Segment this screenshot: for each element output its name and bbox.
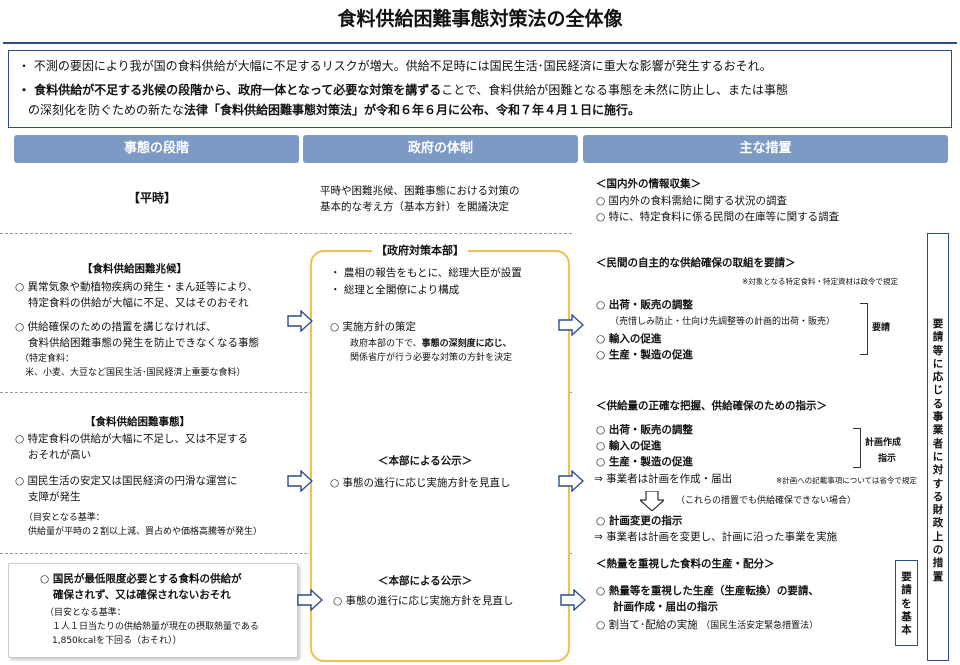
arrow-right-icon: [287, 470, 313, 492]
sign-b1: ○ 供給確保のための措置を講じなければ、: [15, 321, 217, 333]
hq-point-2: ・ 総理と全閣僚により構成: [330, 284, 460, 296]
severe-measure-2-label: ○ 割当て･配給の実施: [596, 619, 698, 631]
title-rule: [3, 42, 957, 44]
sign-a1: ○ 異常気象や動植物疾病の発生・まん延等により、: [15, 281, 258, 293]
difficult-title: 【食料供給困難事態】: [85, 416, 190, 428]
severe-a1: ○ 国民が最低限度必要とする食料の供給が: [40, 573, 242, 585]
difficult-c2: 供給量が平時の２割以上減、買占めや価格高騰等が発生）: [28, 527, 263, 537]
hq-policy: ○ 実施方針の策定: [330, 321, 416, 333]
severe-box: [8, 563, 298, 658]
sign-b2: 食料供給困難事態の発生を防止できなくなる事態: [28, 337, 259, 349]
difficult-change: ○ 計画変更の指示: [596, 515, 683, 527]
sign-measure-1: ○ 出荷・販売の調整: [596, 299, 693, 311]
announce-1-title: ＜本部による公示＞: [378, 455, 473, 467]
arrow-right-icon: [297, 589, 323, 611]
severe-measures-title: ＜熱量を重視した食料の生産・配分＞: [596, 558, 775, 570]
difficult-a2: おそれが高い: [28, 449, 91, 461]
stage-peace: 【平時】: [128, 191, 177, 205]
difficult-report-note: ※計画への記載事項については省令で規定: [776, 476, 917, 485]
summary-line-3: の深刻化を防ぐための新たな法律「食料供給困難事態対策法」が令和６年６月に公布、令…: [28, 102, 640, 118]
side-financial-box: [927, 233, 949, 661]
difficult-measure-3: ○ 生産・製造の促進: [596, 456, 693, 468]
difficult-brace: [853, 428, 861, 468]
difficult-brace-label-2: 指示: [878, 454, 897, 464]
difficult-measure-2: ○ 輸入の促進: [596, 440, 662, 452]
hq-point-1: ・ 農相の報告をもとに、総理大臣が設置: [330, 267, 522, 279]
side-request-text: 要請を基本: [901, 571, 912, 637]
hq-policy-desc-1a: 政府本部の下で、: [350, 339, 422, 349]
gov-hq-box: [310, 250, 570, 662]
sign-c1: （特定食料：: [20, 354, 75, 364]
difficult-a1: ○ 特定食料の供給が大幅に不足し、又は不足する: [15, 433, 248, 445]
difficult-b1: ○ 国民生活の安定又は国民経済の円滑な運営に: [15, 475, 238, 487]
difficult-report: ⇒ 事業者は計画を作成・届出: [594, 473, 733, 485]
sign-title: 【食料供給困難兆候】: [82, 263, 187, 275]
summary-line-2-rest: ことで、食料供給が困難となる事態を未然に防止し、または事態: [441, 83, 789, 97]
severe-a2: 確保されず、又は確保されないおそれ: [53, 589, 231, 601]
divider-2: [0, 392, 572, 393]
difficult-c1: （目安となる基準：: [24, 513, 105, 523]
announce-1-text: ○ 事態の進行に応じ実施方針を見直し: [330, 477, 511, 489]
difficult-measure-1: ○ 出荷・販売の調整: [596, 424, 693, 436]
peace-measure-2: ○ 特に、特定食料に係る民間の在庫等に関する調査: [596, 211, 840, 223]
sign-brace: [860, 303, 868, 355]
summary-line-2: ・ 食料供給が不足する兆候の段階から、政府一体となって必要な対策を講ずることで、…: [18, 82, 788, 98]
severe-measure-2: ○ 割当て･配給の実施 （国民生活安定緊急措置法）: [596, 618, 818, 632]
header-gov: 政府の体制: [303, 135, 578, 163]
divider-1: [0, 233, 572, 234]
side-financial-text: 要請等に応じる事業者に対する財政上の措置: [932, 318, 944, 583]
peace-measures-title: ＜国内外の情報収集＞: [596, 178, 701, 190]
arrow-right-icon: [560, 589, 586, 611]
sign-measure-2: ○ 輸入の促進: [596, 333, 662, 345]
sign-c2: 米、小麦、大豆など国民生活･国民経済上重要な食料）: [25, 368, 246, 378]
difficult-b2: 支障が発生: [28, 491, 81, 503]
sign-measures-note: ※対象となる特定食料・特定資材は政令で規定: [742, 277, 899, 286]
arrow-right-icon: [558, 314, 584, 336]
peace-gov-2: 基本的な考え方（基本方針）を閣議決定: [320, 201, 509, 213]
arrow-right-icon: [287, 310, 313, 332]
severe-c1: （目安となる基準：: [45, 608, 126, 618]
summary-line-3-b: 法律「食料供給困難事態対策法」が令和６年６月に公布、令和７年４月１日に施行。: [184, 103, 641, 117]
header-measures: 主な措置: [583, 135, 948, 163]
difficult-change-2: ⇒ 事業者は計画を変更し、計画に沿った事業を実施: [594, 531, 838, 543]
severe-c3: 1,850kcalを下回る（おそれ））: [52, 636, 182, 646]
severe-measure-1: ○ 熱量等を重視した生産（生産転換）の要請、: [596, 585, 819, 597]
peace-measure-1: ○ 国内外の食料需給に関する状況の調査: [596, 195, 787, 207]
summary-line-2-bold: ・ 食料供給が不足する兆候の段階から、政府一体となって必要な対策を講ずる: [18, 83, 442, 97]
sign-measure-3: ○ 生産・製造の促進: [596, 349, 693, 361]
difficult-brace-label-1: 計画作成: [865, 438, 902, 448]
difficult-measures-title: ＜供給量の正確な把握、供給確保のための指示＞: [596, 400, 827, 412]
announce-2-text: ○ 事態の進行に応じ実施方針を見直し: [333, 595, 514, 607]
summary-line-1: ・ 不測の要因により我が国の食料供給が大幅に不足するリスクが増大。供給不足時には…: [18, 59, 772, 73]
severe-measure-2-note: （国民生活安定緊急措置法）: [701, 621, 819, 631]
hq-policy-desc-2: 関係省庁が行う必要な対策の方針を決定: [350, 353, 513, 363]
summary-box: [8, 50, 952, 128]
sign-measures-title: ＜民間の自主的な供給確保の取組を要請＞: [596, 257, 796, 269]
hq-policy-desc-1: 政府本部の下で、事態の深刻度に応じ、: [350, 338, 512, 350]
hq-policy-desc-1b: 事態の深刻度に応じ、: [421, 339, 512, 349]
gov-hq-title: 【政府対策本部】: [372, 244, 468, 258]
header-stage: 事態の段階: [14, 135, 299, 163]
down-arrow-icon: [640, 491, 664, 511]
divider-3: [0, 553, 572, 554]
arrow-right-icon: [558, 470, 584, 492]
summary-line-3-a: の深刻化を防ぐための新たな: [28, 103, 185, 117]
sign-brace-label: 要請: [872, 323, 891, 333]
page-title: 食料供給困難事態対策法の全体像: [337, 8, 623, 30]
severe-c2: １人１日当たりの供給熱量が現在の摂取熱量である: [52, 622, 259, 632]
severe-measure-1b: 計画作成・届出の指示: [613, 601, 718, 613]
announce-2-title: ＜本部による公示＞: [378, 575, 473, 587]
peace-gov-1: 平時や困難兆候、困難事態における対策の: [320, 185, 520, 197]
sign-a2: 特定食料の供給が大幅に不足、又はそのおそれ: [28, 297, 249, 309]
difficult-condition: （これらの措置でも供給確保できない場合）: [676, 496, 857, 506]
sign-measure-1-sub: （売惜しみ防止・仕向け先調整等の計画的出荷・販売）: [610, 317, 836, 327]
side-request-box: [895, 560, 918, 646]
